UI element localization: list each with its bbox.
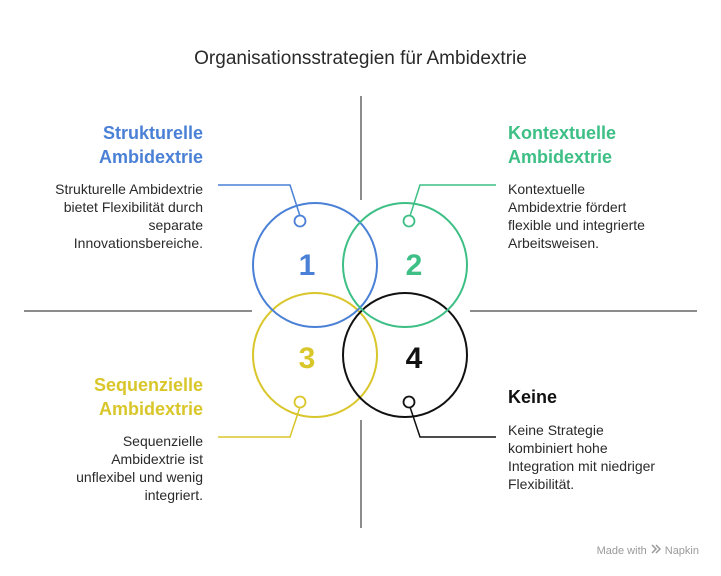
description-sequenzielle: Sequenzielle Ambidextrie ist unflexibel … bbox=[76, 433, 203, 503]
napkin-logo-icon bbox=[651, 544, 661, 557]
connector-4 bbox=[409, 406, 496, 438]
quadrant-number-1: 1 bbox=[299, 249, 316, 282]
heading-strukturelle: Strukturelle Ambidextrie bbox=[98, 123, 203, 167]
circle-1 bbox=[252, 202, 378, 328]
description-strukturelle: Strukturelle Ambidextrie bietet Flexibil… bbox=[55, 181, 203, 251]
connector-2 bbox=[409, 184, 496, 217]
quadrant-number-4: 4 bbox=[406, 342, 423, 375]
heading-sequenzielle: Sequenzielle Ambidextrie bbox=[93, 375, 203, 419]
connector-3 bbox=[218, 406, 301, 438]
circle-3 bbox=[252, 292, 378, 418]
made-with-badge[interactable]: Made with Napkin bbox=[597, 544, 699, 557]
connector-dot-1 bbox=[293, 214, 307, 228]
napkin-brand-label: Napkin bbox=[664, 544, 699, 557]
quadrant-number-3: 3 bbox=[299, 342, 316, 375]
circle-4 bbox=[342, 292, 468, 418]
description-kontextuelle: Kontextuelle Ambidextrie fördert flexibl… bbox=[508, 181, 645, 251]
circle-2 bbox=[342, 202, 468, 328]
heading-kontextuelle: Kontextuelle Ambidextrie bbox=[508, 123, 617, 167]
quadrant-number-2: 2 bbox=[406, 249, 423, 282]
connector-1 bbox=[218, 184, 301, 217]
connector-dot-2 bbox=[402, 214, 416, 228]
heading-keine: Keine bbox=[508, 387, 558, 407]
page-title: Organisationsstrategien für Ambidextrie bbox=[194, 48, 527, 69]
connector-dot-3 bbox=[293, 395, 307, 409]
description-keine: Keine Strategie kombiniert hohe Integrat… bbox=[508, 422, 656, 492]
connector-dot-4 bbox=[402, 395, 416, 409]
made-with-label: Made with bbox=[596, 544, 647, 557]
